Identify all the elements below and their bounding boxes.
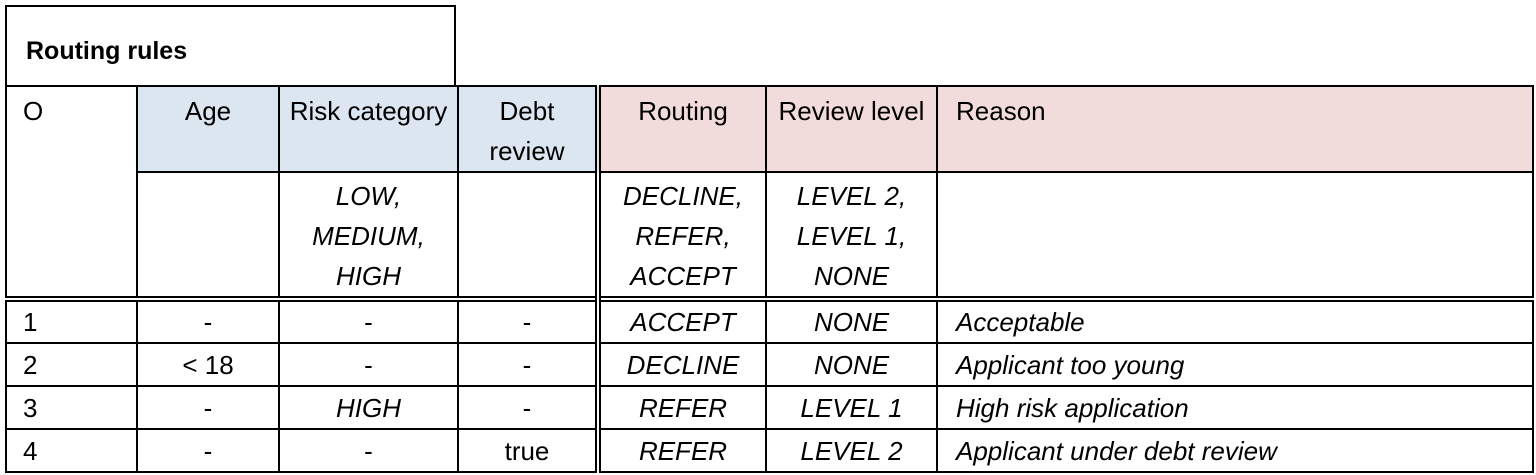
rule-number: 2	[5, 342, 138, 387]
output-header-reason: Reason	[936, 85, 1534, 173]
rule-risk-category: -	[278, 296, 459, 344]
table-row: 4 - - true REFER LEVEL 2 Applicant under…	[5, 428, 1534, 473]
decision-table: O Age Risk category Debt review Routing …	[5, 85, 1534, 473]
rule-routing: ACCEPT	[595, 296, 767, 344]
input-header-risk-category: Risk category	[278, 85, 459, 173]
hit-policy-cell: O	[5, 85, 138, 300]
rule-routing: REFER	[595, 428, 767, 473]
input-header-debt-review: Debt review	[457, 85, 599, 173]
allowed-values-routing: DECLINE, REFER, ACCEPT	[595, 171, 767, 300]
rule-age: -	[136, 428, 280, 473]
allowed-values-risk-category: LOW, MEDIUM, HIGH	[278, 171, 459, 300]
rule-number: 4	[5, 428, 138, 473]
rule-number: 1	[5, 296, 138, 344]
allowed-values-debt-review	[457, 171, 599, 300]
rule-number: 3	[5, 385, 138, 430]
output-header-routing: Routing	[595, 85, 767, 173]
rule-review-level: LEVEL 2	[765, 428, 938, 473]
rule-routing: REFER	[595, 385, 767, 430]
rule-routing: DECLINE	[595, 342, 767, 387]
header-row: O Age Risk category Debt review Routing …	[5, 85, 1534, 300]
rule-reason: High risk application	[936, 385, 1534, 430]
rule-debt-review: -	[457, 385, 599, 430]
table-title-box: Routing rules	[5, 5, 456, 85]
rule-reason: Applicant too young	[936, 342, 1534, 387]
rule-risk-category: -	[278, 342, 459, 387]
input-header-age: Age	[136, 85, 280, 173]
allowed-values-review-level: LEVEL 2, LEVEL 1, NONE	[765, 171, 938, 300]
output-header-review-level: Review level	[765, 85, 938, 173]
rule-debt-review: true	[457, 428, 599, 473]
allowed-values-age	[136, 171, 280, 300]
rule-reason: Acceptable	[936, 296, 1534, 344]
rule-review-level: NONE	[765, 296, 938, 344]
table-row: 3 - HIGH - REFER LEVEL 1 High risk appli…	[5, 385, 1534, 430]
rule-risk-category: HIGH	[278, 385, 459, 430]
rule-age: < 18	[136, 342, 280, 387]
rule-debt-review: -	[457, 342, 599, 387]
rule-review-level: NONE	[765, 342, 938, 387]
allowed-values-reason	[936, 171, 1534, 300]
table-title: Routing rules	[26, 37, 188, 65]
rule-review-level: LEVEL 1	[765, 385, 938, 430]
rule-reason: Applicant under debt review	[936, 428, 1534, 473]
rule-risk-category: -	[278, 428, 459, 473]
table-row: 1 - - - ACCEPT NONE Acceptable	[5, 296, 1534, 344]
allowed-values-row: LOW, MEDIUM, HIGH DECLINE, REFER, ACCEPT…	[6, 171, 1534, 300]
rule-age: -	[136, 296, 280, 344]
rule-age: -	[136, 385, 280, 430]
rule-debt-review: -	[457, 296, 599, 344]
table-row: 2 < 18 - - DECLINE NONE Applicant too yo…	[5, 342, 1534, 387]
